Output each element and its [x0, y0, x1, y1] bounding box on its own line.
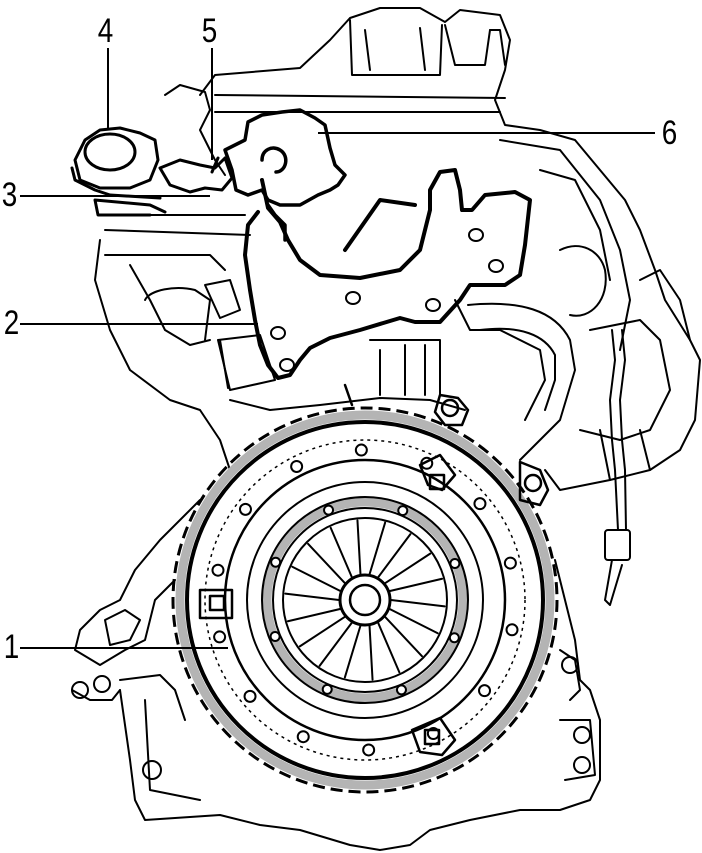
diaphragm-finger	[318, 621, 353, 667]
flywheel-bolt-hole	[296, 730, 310, 744]
diaphragm-finger	[377, 621, 401, 674]
pressure-plate-rivet	[397, 505, 409, 517]
diaphragm-finger	[383, 615, 423, 658]
clutch-assembly	[171, 383, 559, 794]
pressure-plate-rivet	[270, 556, 282, 568]
flywheel-bolt-hole	[213, 630, 227, 644]
diaphragm-finger	[356, 519, 362, 576]
flywheel-bolt-hole	[243, 689, 257, 703]
diaphragm-finger	[286, 607, 342, 623]
diaphragm-finger	[368, 624, 374, 681]
engine-block	[71, 7, 701, 851]
leader-lines	[20, 48, 655, 649]
callout-label-6: 6	[661, 114, 678, 152]
flywheel-bolt-hole	[505, 623, 519, 637]
callout-label-5: 5	[201, 12, 218, 50]
diaphragm-finger	[307, 542, 347, 585]
diaphragm-finger	[291, 565, 342, 593]
lifting-bracket	[223, 108, 347, 242]
breather-hose	[158, 156, 234, 194]
flywheel-bolt-hole	[503, 556, 517, 570]
flywheel-bolt-hole	[478, 684, 492, 698]
callout-label-2: 2	[3, 304, 20, 342]
pressure-plate-rivet	[321, 683, 333, 695]
diaphragm-finger	[368, 521, 387, 576]
flywheel-bolt-hole	[354, 443, 368, 457]
pressure-plate-rivet	[323, 504, 335, 516]
diaphragm-finger	[298, 615, 347, 648]
flywheel-bolt-hole	[238, 502, 252, 516]
diaphragm-finger	[329, 526, 353, 579]
diaphragm-finger	[284, 592, 340, 601]
flywheel-bolt-hole	[211, 563, 225, 577]
callout-label-3: 3	[1, 176, 18, 214]
pressure-plate-rivet	[395, 684, 407, 696]
diaphragm-finger	[388, 607, 439, 635]
diaphragm-finger	[377, 533, 412, 579]
callout-label-4: 4	[97, 12, 114, 50]
diaphragm-finger	[383, 552, 432, 585]
mounting-plate-holes	[270, 228, 504, 372]
flywheel-bolt-hole	[290, 459, 304, 473]
flywheel-bolt-hole	[473, 497, 487, 511]
diaphragm-finger	[343, 624, 362, 679]
pressure-plate-rivet	[269, 630, 281, 642]
flywheel-bolt-hole	[362, 743, 376, 757]
oil-filler-cap	[70, 126, 167, 217]
mounting-plate	[243, 168, 532, 380]
callout-label-1: 1	[3, 628, 20, 666]
diaphragm-finger	[390, 599, 446, 608]
pressure-plate-rivet	[448, 632, 460, 644]
diaphragm-finger	[388, 577, 444, 593]
pressure-plate-rivet	[449, 558, 461, 570]
